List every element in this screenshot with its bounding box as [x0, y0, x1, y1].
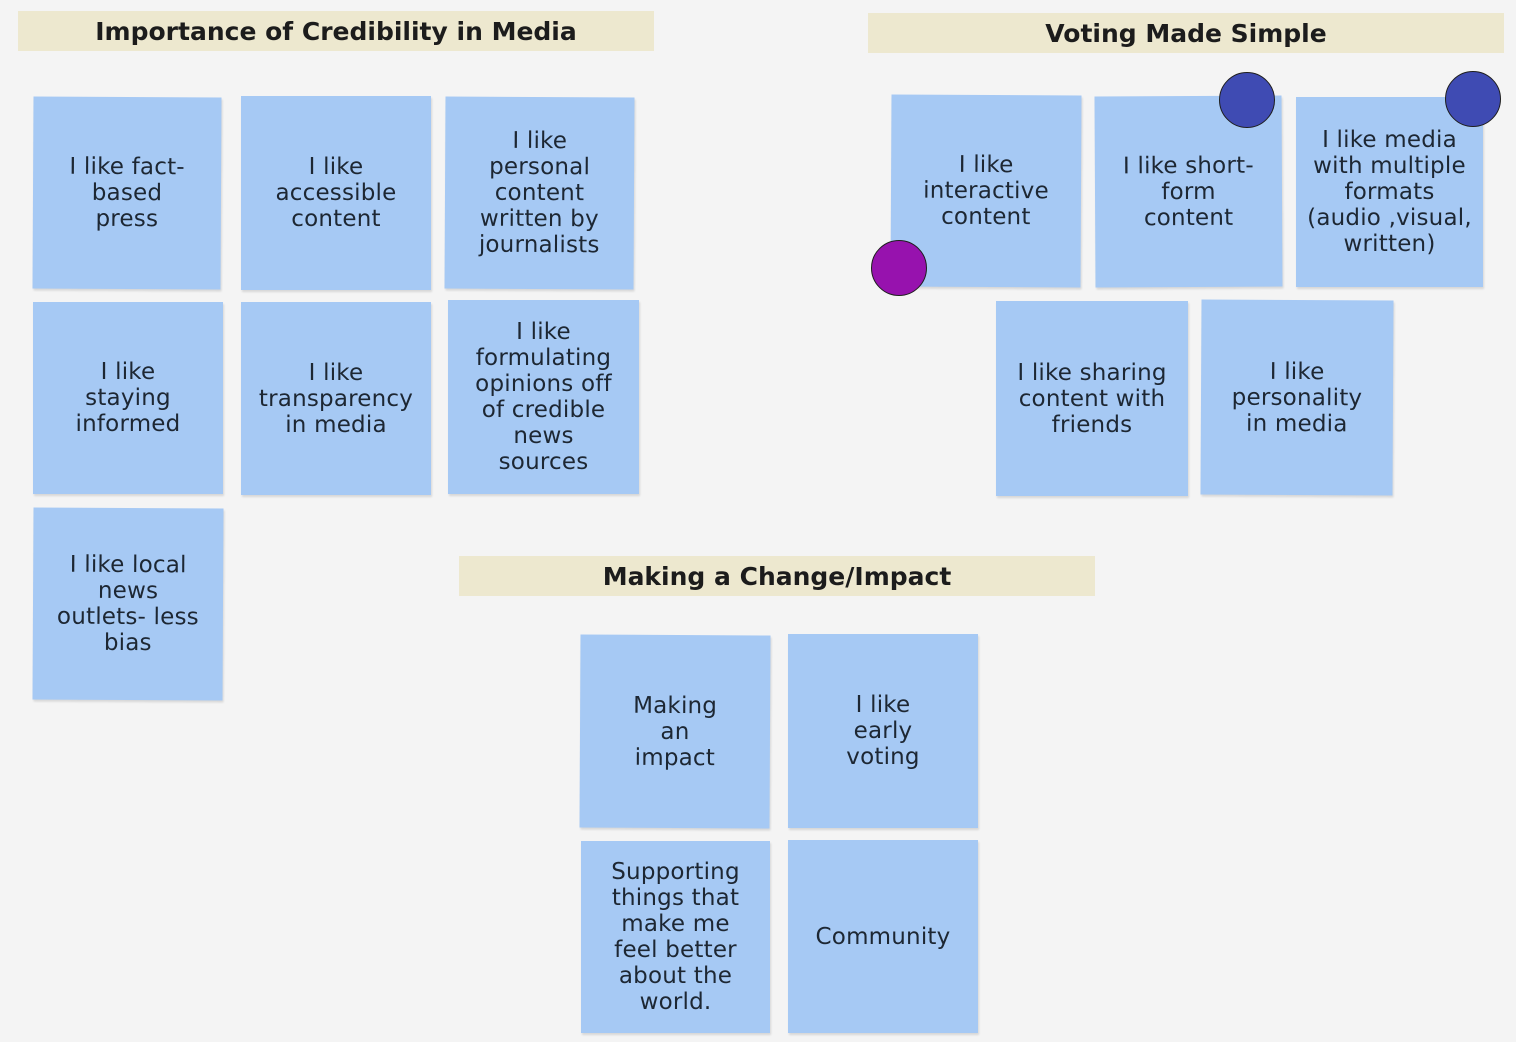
sticky-note[interactable]: I like fact- based press: [32, 96, 222, 290]
sticky-note[interactable]: I like personal content written by journ…: [444, 96, 635, 290]
vote-dot-blue[interactable]: [1445, 71, 1501, 127]
sticky-note[interactable]: Supporting things that make me feel bett…: [581, 841, 770, 1033]
sticky-note[interactable]: I like early voting: [788, 634, 978, 828]
section-header-credibility[interactable]: Importance of Credibility in Media: [18, 11, 654, 51]
sticky-note[interactable]: Community: [788, 840, 978, 1033]
sticky-note[interactable]: I like sharing content with friends: [996, 301, 1188, 496]
sticky-note[interactable]: Making an impact: [579, 634, 771, 829]
sticky-note[interactable]: I like transparency in media: [241, 302, 431, 495]
vote-dot-purple[interactable]: [871, 240, 927, 296]
sticky-note[interactable]: I like media with multiple formats (audi…: [1296, 97, 1483, 287]
sticky-note[interactable]: I like accessible content: [241, 96, 431, 290]
vote-dot-blue[interactable]: [1219, 72, 1275, 128]
sticky-note[interactable]: I like local news outlets- less bias: [32, 507, 224, 701]
section-header-voting[interactable]: Voting Made Simple: [868, 13, 1504, 53]
section-header-impact[interactable]: Making a Change/Impact: [459, 556, 1095, 596]
sticky-note[interactable]: I like staying informed: [33, 302, 223, 494]
sticky-note[interactable]: I like formulating opinions off of credi…: [448, 300, 639, 494]
sticky-note[interactable]: I like personality in media: [1200, 299, 1394, 496]
